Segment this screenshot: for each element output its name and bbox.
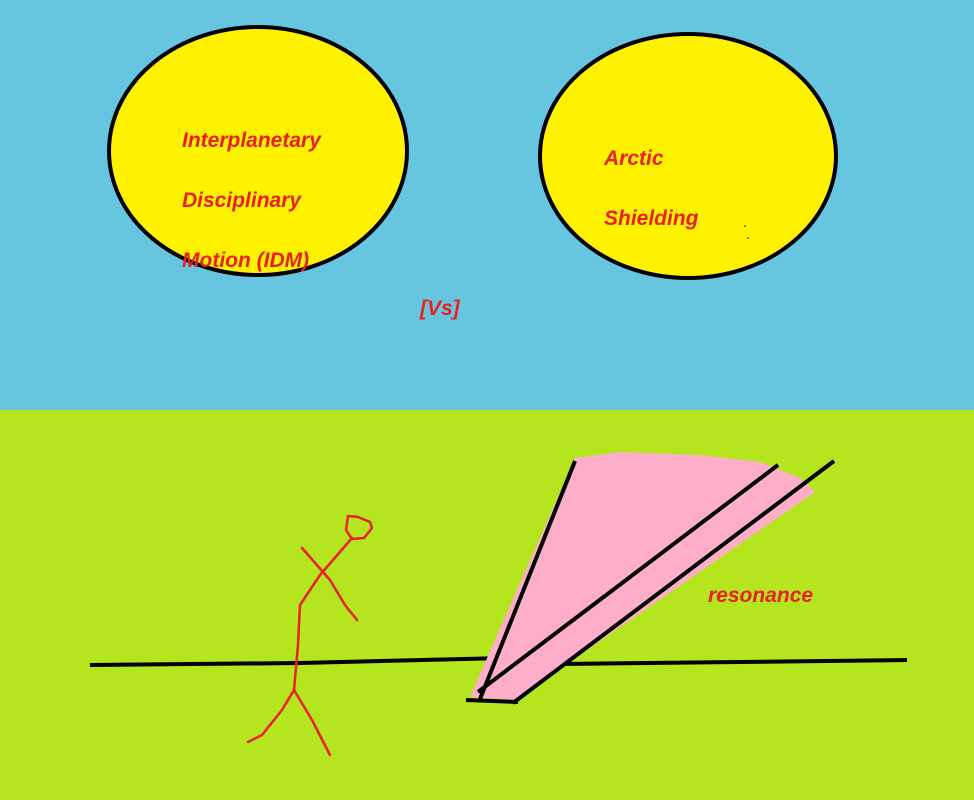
stray-dot bbox=[747, 237, 749, 239]
beam-left-edge bbox=[478, 460, 577, 700]
idm-label-line: Disciplinary bbox=[182, 189, 302, 212]
arctic-shielding-label: Arctic Shielding bbox=[604, 114, 699, 264]
arctic-shielding-circle bbox=[538, 32, 838, 280]
stick-figure-head bbox=[344, 514, 374, 541]
horizon-line-right bbox=[559, 658, 908, 666]
stick-figure bbox=[246, 514, 374, 757]
beam-right-edge bbox=[511, 459, 836, 705]
ground-background bbox=[0, 410, 974, 800]
arctic-label-line: Arctic bbox=[604, 147, 664, 170]
resonance-label: resonance bbox=[708, 584, 814, 607]
idm-label-line: Interplanetary bbox=[182, 129, 321, 152]
stick-figure-right-leg bbox=[292, 688, 332, 757]
pink-beam bbox=[470, 452, 815, 700]
stray-dot bbox=[744, 225, 746, 227]
beam-base bbox=[465, 698, 519, 704]
idm-label: Interplanetary Disciplinary Motion (IDM) bbox=[182, 96, 321, 306]
idm-circle bbox=[107, 25, 409, 277]
stick-figure-arms bbox=[300, 546, 359, 622]
stick-figure-left-leg bbox=[246, 688, 296, 744]
versus-label: [Vs] bbox=[420, 297, 460, 320]
horizon-line-left bbox=[89, 656, 506, 667]
stick-figure-body bbox=[292, 536, 354, 692]
idm-label-line: Motion (IDM) bbox=[182, 249, 310, 272]
beam-middle-line bbox=[476, 463, 780, 694]
arctic-label-line: Shielding bbox=[604, 207, 699, 230]
